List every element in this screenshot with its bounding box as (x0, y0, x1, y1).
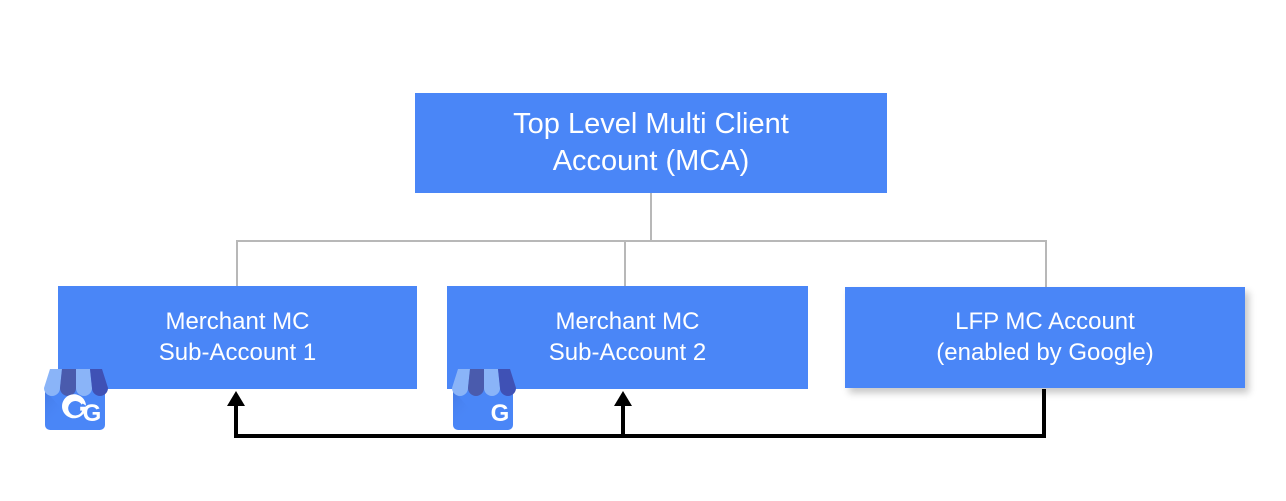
feedback-line-vertical-sub2 (621, 404, 625, 436)
google-business-profile-icon: G (448, 366, 522, 436)
connector-branch-right (1045, 240, 1047, 288)
node-merchant-sub-account-1[interactable]: Merchant MC Sub-Account 1 (58, 286, 417, 389)
node-lfp-mc-account[interactable]: LFP MC Account (enabled by Google) (845, 287, 1245, 388)
feedback-arrowhead-sub2 (614, 391, 632, 406)
connector-branch-middle (624, 240, 626, 287)
svg-text:G: G (83, 400, 102, 427)
connector-branch-left (236, 240, 238, 287)
node-top-level-mca[interactable]: Top Level Multi Client Account (MCA) (415, 93, 887, 193)
feedback-line-vertical-sub1 (234, 404, 238, 436)
svg-text:G: G (491, 400, 510, 427)
connector-top-stem (650, 193, 652, 241)
feedback-line-horizontal (234, 434, 1046, 438)
feedback-arrowhead-sub1 (227, 391, 245, 406)
connector-horizontal-bus (236, 240, 1047, 242)
feedback-line-vertical-right (1042, 389, 1046, 438)
google-business-profile-icon: G (40, 366, 114, 436)
